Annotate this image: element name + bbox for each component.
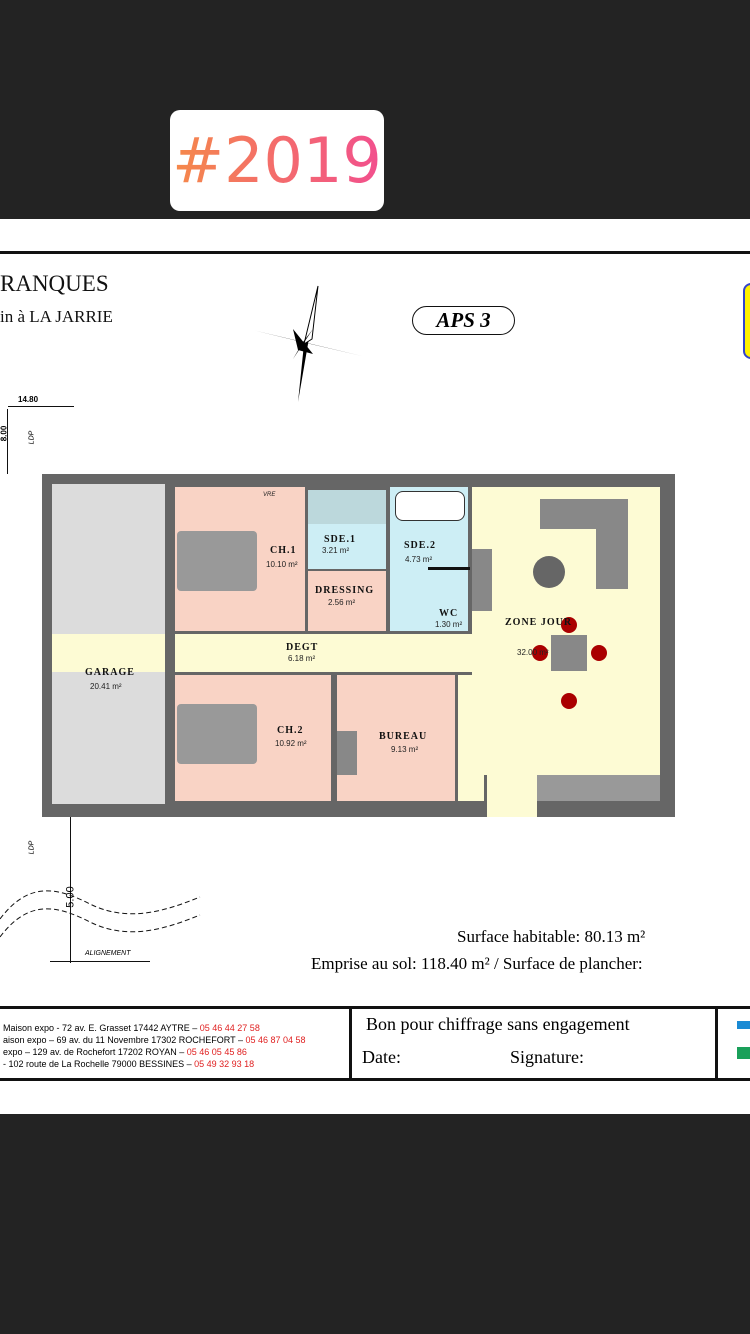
room-degt bbox=[175, 634, 472, 672]
company-logo-lower bbox=[737, 1047, 750, 1059]
address-line: - 102 route de La Rochelle 79000 BESSINE… bbox=[3, 1059, 255, 1069]
address-list: Maison expo - 72 av. E. Grasset 17442 AY… bbox=[3, 1022, 306, 1070]
room-wc bbox=[431, 570, 468, 631]
company-logo bbox=[737, 1021, 750, 1029]
desk bbox=[337, 731, 357, 775]
room-area: 9.13 m² bbox=[391, 745, 419, 754]
room-area: 20.41 m² bbox=[90, 682, 122, 691]
top-border bbox=[0, 251, 750, 254]
dimension-line bbox=[8, 406, 74, 407]
alignment-label: ALIGNEMENT bbox=[85, 950, 131, 957]
aps-badge: APS 3 bbox=[412, 306, 515, 335]
chair bbox=[561, 617, 577, 633]
shower-sde1 bbox=[308, 490, 386, 524]
room-sde1 bbox=[308, 524, 386, 569]
tv-unit bbox=[472, 549, 492, 611]
dining-table bbox=[551, 635, 587, 671]
bathtub bbox=[395, 491, 465, 521]
address-line: expo – 129 av. de Rochefort 17202 ROYAN … bbox=[3, 1047, 247, 1057]
bed-ch2 bbox=[177, 704, 257, 764]
address-line: Maison expo - 72 av. E. Grasset 17442 AY… bbox=[3, 1023, 260, 1033]
room-label: SDE.2 bbox=[404, 540, 436, 551]
room-label: ZONE JOUR bbox=[505, 617, 573, 628]
room-label: BUREAU bbox=[379, 731, 428, 742]
hashtag-text: #2019 bbox=[172, 124, 382, 197]
surface-habitable: Surface habitable: 80.13 m² bbox=[457, 927, 646, 946]
room-label: DRESSING bbox=[315, 585, 375, 596]
room-area: 32.00 m² bbox=[517, 648, 549, 657]
setback-line bbox=[70, 817, 71, 963]
kitchen-counter bbox=[537, 775, 660, 801]
wall bbox=[428, 567, 470, 570]
room-label: CH.1 bbox=[270, 545, 297, 556]
ldp-label: LDP bbox=[28, 430, 36, 445]
room-area: 10.92 m² bbox=[275, 739, 307, 748]
compass-rose-icon bbox=[240, 285, 362, 402]
date-label: Date: bbox=[362, 1047, 401, 1067]
address-line: aison expo – 69 av. du 11 Novembre 17302… bbox=[3, 1035, 306, 1045]
floor-plan-sheet: RANQUES in à LA JARRIE APS 3 14.80 8.00 … bbox=[0, 219, 750, 1114]
plan-title: RANQUES bbox=[0, 271, 109, 296]
room-label: WC bbox=[439, 608, 459, 619]
room-area: 6.18 m² bbox=[288, 654, 316, 663]
title-block: Maison expo - 72 av. E. Grasset 17442 AY… bbox=[0, 1006, 750, 1081]
window-label: VRE bbox=[263, 492, 276, 498]
room-area: 2.56 m² bbox=[328, 598, 356, 607]
room-area: 10.10 m² bbox=[266, 560, 298, 569]
hashtag-sticker[interactable]: #2019 bbox=[170, 110, 384, 211]
room-label: DEGT bbox=[286, 642, 319, 653]
room-label: GARAGE bbox=[85, 667, 135, 678]
alignment-line bbox=[50, 961, 150, 962]
divider bbox=[349, 1009, 352, 1078]
approval-text: Bon pour chiffrage sans engagement bbox=[366, 1014, 630, 1034]
ldp-label-bottom: LDP bbox=[28, 840, 36, 855]
signature-label: Signature: bbox=[510, 1047, 584, 1067]
divider bbox=[715, 1009, 718, 1078]
emprise-au-sol: Emprise au sol: 118.40 m² / Surface de p… bbox=[311, 954, 643, 973]
plan-subtitle: in à LA JARRIE bbox=[0, 307, 113, 326]
storage bbox=[458, 675, 484, 801]
chair bbox=[561, 693, 577, 709]
chair bbox=[532, 645, 548, 661]
bed-ch1 bbox=[177, 531, 257, 591]
coffee-table bbox=[533, 556, 565, 588]
room-area: 3.21 m² bbox=[322, 546, 350, 555]
dimension-line bbox=[7, 409, 8, 474]
room-dressing bbox=[308, 571, 386, 631]
room-area: 1.30 m² bbox=[435, 620, 463, 629]
room-area: 4.73 m² bbox=[405, 555, 433, 564]
road-curve bbox=[0, 890, 201, 938]
chair bbox=[591, 645, 607, 661]
room-label: CH.2 bbox=[277, 725, 304, 736]
room-label: SDE.1 bbox=[324, 534, 356, 545]
width-dimension: 14.80 bbox=[18, 395, 39, 404]
entry bbox=[487, 675, 537, 817]
logo-badge bbox=[743, 283, 750, 359]
sofa-side bbox=[596, 499, 628, 589]
garage-corridor bbox=[52, 634, 165, 672]
